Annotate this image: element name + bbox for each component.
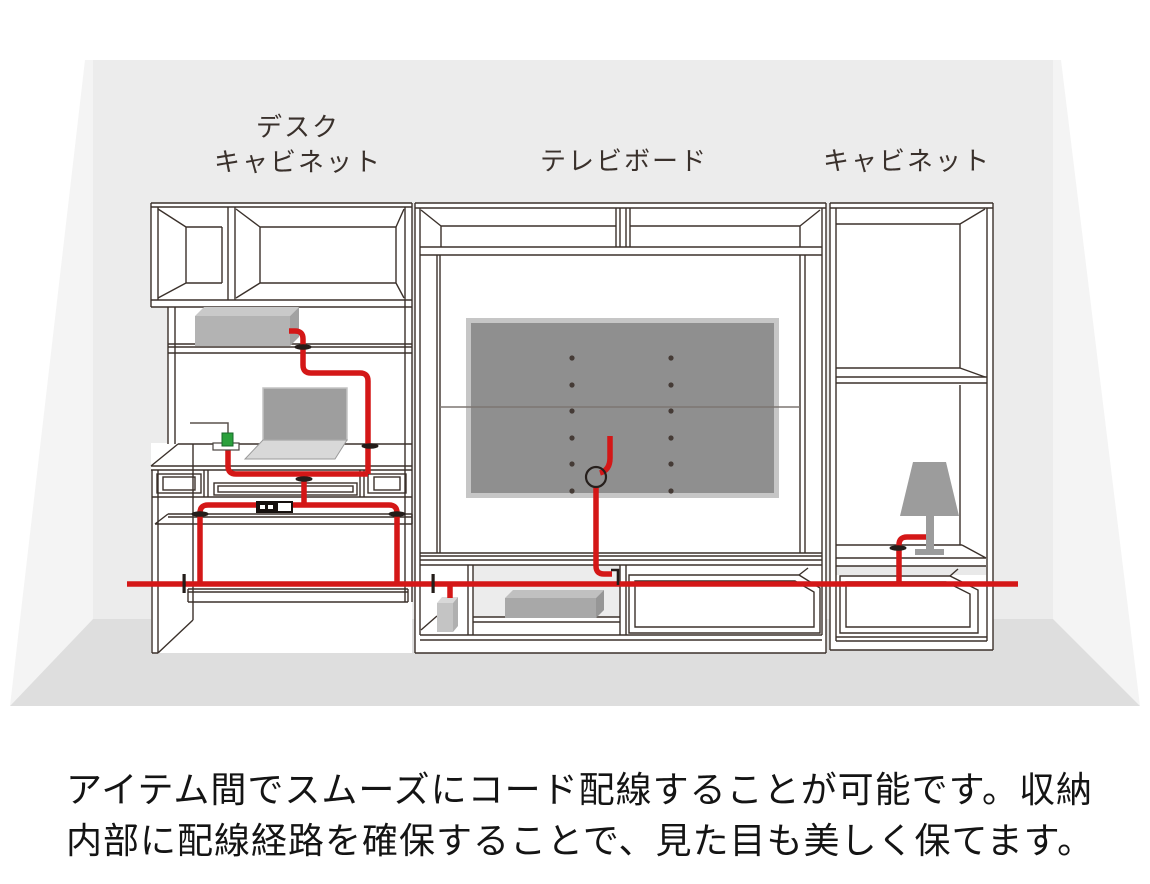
cable-outlet-ring (584, 465, 608, 489)
right-wall (1053, 60, 1140, 706)
left-wall (10, 60, 93, 706)
label-tv-board: テレビボード (474, 144, 774, 179)
green-connector (221, 432, 234, 447)
cable-tv-down (593, 487, 612, 577)
label-desk-cabinet: デスク キャビネット (150, 110, 446, 180)
media-player (505, 590, 604, 618)
tv-mount-holes (569, 355, 674, 494)
caption-line1: アイテム間でスムーズにコード配線することが可能です。収納 (66, 769, 1094, 810)
cable-tick (182, 574, 186, 593)
grommet (388, 511, 406, 517)
grommet (191, 511, 209, 517)
cable-hardware (182, 344, 907, 593)
cable-clip (611, 568, 620, 585)
label-desk-cabinet-line1: デスク (255, 112, 340, 142)
grommet (361, 443, 379, 449)
tv (440, 318, 800, 498)
label-cabinet-line1: キャビネット (822, 146, 991, 176)
cable-routing (127, 328, 1018, 598)
cable-shelf-loop (197, 502, 400, 584)
caption-line2: 内部に配線経路を確保することで、見た目も美しく保てます。 (66, 820, 1095, 861)
thin-cord (190, 422, 229, 436)
router-box (195, 307, 299, 346)
label-tv-board-line1: テレビボード (539, 146, 708, 176)
grommet (889, 545, 907, 551)
lamp-stem (926, 516, 934, 549)
tv-board-unit (414, 202, 827, 654)
power-strip (256, 501, 293, 513)
cable-router-to-desk (289, 328, 371, 474)
cable-lamp-down (896, 534, 927, 584)
lamp-shade (900, 462, 959, 516)
table-lamp (900, 462, 959, 555)
lamp-base (915, 549, 944, 555)
cable-tv-hook (599, 436, 613, 476)
label-desk-cabinet-line2: キャビネット (213, 147, 382, 177)
cable-tick (431, 574, 435, 593)
caption: アイテム間でスムーズにコード配線することが可能です。収納 内部に配線経路を確保す… (66, 764, 1106, 866)
laptop (243, 387, 348, 460)
grommet (295, 476, 313, 482)
cable-connector-to-desk (225, 446, 368, 477)
label-cabinet: キャビネット (757, 144, 1057, 179)
grommet (294, 344, 312, 350)
cabinet-compartment-shadow (836, 566, 986, 575)
small-device-box (437, 597, 458, 632)
